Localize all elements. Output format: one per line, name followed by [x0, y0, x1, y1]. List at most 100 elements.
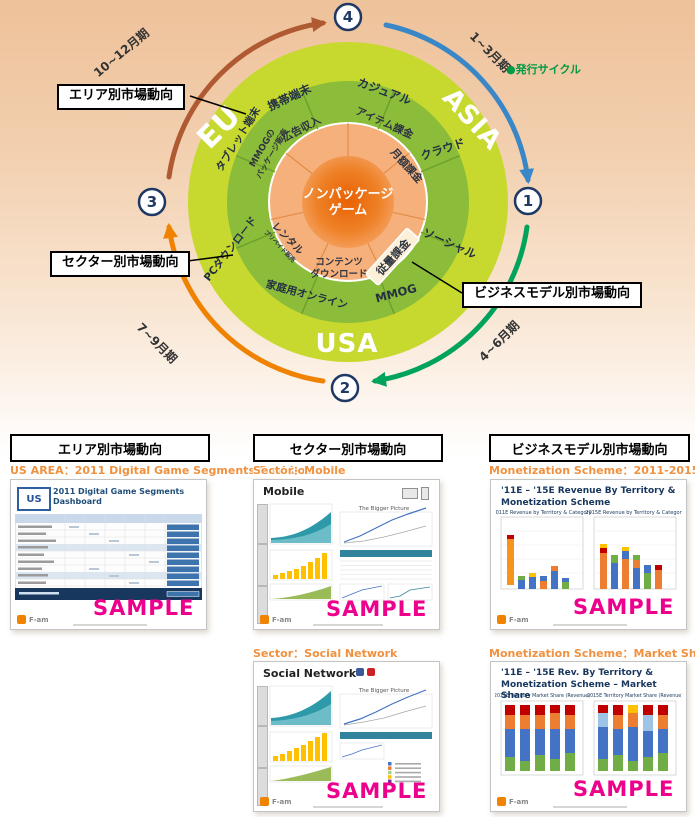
share-panel1-title: 2011E Territory Market Share (Revenue) — [495, 693, 590, 699]
quarter3-label: 7~9月期 — [134, 320, 181, 367]
dashboard-table — [15, 514, 202, 600]
column-header-business: ビジネスモデル別市場動向 — [489, 434, 690, 462]
fam-logo-text: F-am — [509, 615, 529, 624]
callout-sector: セクター別市場動向 — [50, 251, 191, 277]
region-usa: USA — [316, 329, 379, 359]
cycle-rings — [188, 42, 508, 362]
revenue-panel2-title: 2015E Revenue by Territory & Category — [585, 510, 682, 516]
card-monetization-revenue: '11E – '15E Revenue By Territory & Monet… — [490, 479, 687, 630]
sample-watermark: SAMPLE — [573, 595, 675, 619]
center-label: ノンパッケージ ゲーム — [303, 187, 394, 218]
fam-logo-icon — [497, 615, 506, 624]
svg-text:1: 1 — [523, 192, 533, 210]
cycle-number-3: 3 — [137, 187, 167, 217]
dashboard-title-line1: 2011 Digital Game Segments — [53, 487, 185, 496]
cycle-numbers: 4 1 2 3 — [137, 2, 543, 403]
cycle-arrows — [163, 17, 535, 387]
fam-logo-icon — [497, 797, 506, 806]
fam-logo-icon — [17, 615, 26, 624]
cycle-number-4: 4 — [333, 2, 363, 32]
cycle-number-2: 2 — [330, 373, 360, 403]
publication-cycle-legend: ●発行サイクル — [506, 62, 581, 76]
fam-logo-icon — [260, 615, 269, 624]
social-side-tab-2 — [257, 726, 268, 768]
model-dividers — [270, 123, 426, 274]
share-charts: 2011E Territory Market Share (Revenue) 2… — [495, 693, 682, 776]
svg-text:3: 3 — [147, 193, 157, 211]
arrow-quarter4 — [166, 17, 327, 180]
fam-logo-text: F-am — [272, 615, 292, 624]
copyright-line — [313, 806, 384, 808]
column-header-area: エリア別市場動向 — [10, 434, 210, 462]
card-sector-mobile: Mobile The Bigger Picture — [253, 479, 440, 630]
sample-watermark: SAMPLE — [93, 596, 195, 620]
copyright-line — [553, 806, 628, 808]
callout-line-area — [189, 95, 247, 115]
copyright-line — [313, 624, 384, 626]
mobile-inset-title: The Bigger Picture — [358, 506, 410, 512]
revenue-charts: 2011E Revenue by Territory & Category 20… — [495, 510, 682, 590]
social-charts: The Bigger Picture — [269, 685, 433, 784]
svg-text:2: 2 — [340, 379, 350, 397]
mobile-charts: The Bigger Picture — [269, 503, 433, 601]
share-panel2-title: 2015E Territory Market Share (Revenue) — [587, 693, 682, 699]
quarter4-label: 10~12月期 — [90, 25, 151, 80]
card-us-dashboard: US 2011 Digital Game Segments Dashboard — [10, 479, 207, 630]
social-card-title: Social Network — [263, 667, 357, 680]
model-content-dl-line1: コンテンツ — [315, 257, 363, 268]
phone-icon — [421, 487, 429, 500]
revenue-bars-2011 — [507, 535, 569, 589]
fam-logo-text: F-am — [509, 797, 529, 806]
arrow-quarter1 — [383, 22, 535, 184]
callout-line-business — [411, 261, 463, 294]
fam-logo-text: F-am — [29, 615, 49, 624]
sector-dividers — [235, 89, 461, 315]
copyright-line — [73, 624, 148, 626]
fam-logo: F-am — [260, 797, 292, 806]
dashboard-title-line2: Dashboard — [53, 497, 102, 506]
revenue-card-title: '11E – '15E Revenue By Territory & Monet… — [501, 486, 675, 509]
revenue-bars-2015 — [600, 544, 662, 589]
label-us-area: US AREA：2011 Digital Game Segments Dashb… — [10, 464, 326, 477]
share-bars-2011 — [505, 705, 575, 771]
laptop-icon — [402, 488, 418, 499]
label-monetization-years: Monetization Scheme：2011-2015 — [489, 464, 695, 477]
social-legend — [388, 762, 421, 784]
publication-cycle-diagram: 1~3月期 4~6月期 7~9月期 10~12月期 ●発行サイクル — [90, 2, 581, 403]
sample-watermark: SAMPLE — [326, 597, 428, 621]
social-service-icon — [367, 668, 375, 676]
social-inset-title: The Bigger Picture — [358, 688, 410, 694]
revenue-title-line1: '11E – '15E Revenue By Territory & — [501, 486, 676, 496]
revenue-panel1-title: 2011E Revenue by Territory & Category — [495, 510, 592, 516]
column-header-sector: セクター別市場動向 — [253, 434, 443, 462]
fam-logo-text: F-am — [272, 797, 292, 806]
label-monetization-share: Monetization Scheme：Market Share — [489, 647, 695, 660]
callout-area: エリア別市場動向 — [57, 84, 186, 110]
callout-business: ビジネスモデル別市場動向 — [462, 282, 643, 308]
sample-watermark: SAMPLE — [326, 779, 428, 803]
share-title-line1: '11E – '15E Rev. By Territory & — [501, 668, 654, 678]
model-content-dl-line2: ダウンロード — [310, 268, 367, 280]
center-circle — [302, 156, 394, 248]
cycle-number-1: 1 — [513, 186, 543, 216]
mobile-side-tab-1 — [257, 504, 268, 544]
share-bars-2015 — [598, 705, 668, 771]
card-monetization-share: '11E – '15E Rev. By Territory & Monetiza… — [490, 661, 687, 812]
label-sector-social: Sector：Social Network — [253, 647, 398, 660]
label-sector-mobile: Sector：Mobile — [253, 464, 346, 477]
sample-watermark: SAMPLE — [573, 777, 675, 801]
copyright-line — [553, 624, 628, 626]
center-label-line2: ゲーム — [329, 202, 368, 218]
center-label-line1: ノンパッケージ — [303, 187, 394, 202]
dashboard-title: 2011 Digital Game Segments Dashboard — [53, 487, 184, 507]
share-card-title: '11E – '15E Rev. By Territory & Monetiza… — [501, 668, 686, 703]
facebook-icon — [356, 668, 364, 676]
fam-logo: F-am — [260, 615, 292, 624]
social-side-tab-1 — [257, 686, 268, 726]
fam-logo: F-am — [497, 797, 529, 806]
mobile-side-tab-2 — [257, 544, 268, 586]
svg-text:4: 4 — [343, 8, 353, 26]
card-sector-social: Social Network The Bigger Picture — [253, 661, 440, 812]
arrow-quarter2 — [371, 224, 530, 387]
